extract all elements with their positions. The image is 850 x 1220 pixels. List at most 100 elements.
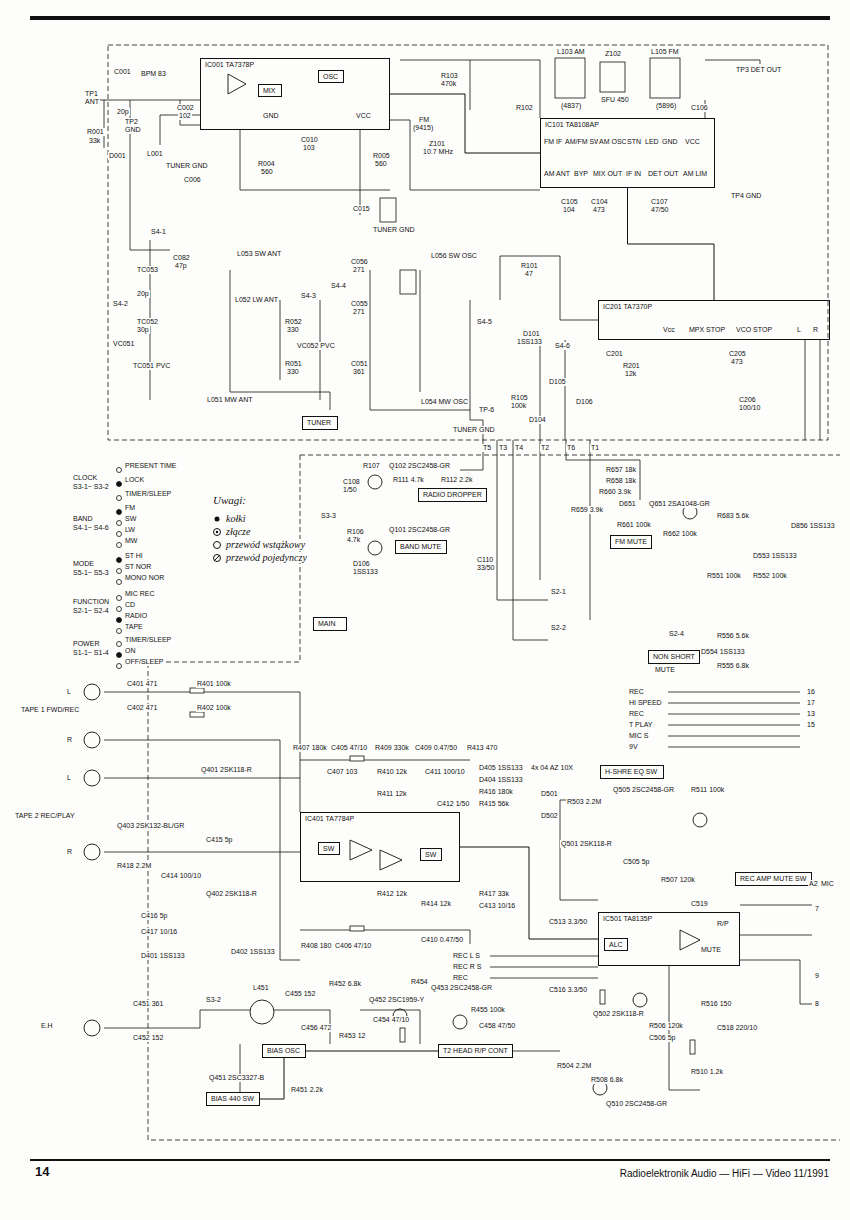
switch-position	[117, 653, 122, 658]
part-label: IF IN	[625, 170, 642, 178]
part-label: R408 180	[300, 942, 332, 950]
part-label: L051 MW ANT	[206, 396, 254, 404]
part-label: FUNCTION	[72, 598, 110, 606]
function-box: SW	[420, 848, 442, 861]
region-borders	[108, 45, 840, 1140]
part-label: D101	[522, 330, 541, 338]
function-box: MAIN	[313, 617, 347, 631]
part-label: C082	[172, 254, 191, 262]
wire	[590, 440, 591, 620]
connector-symbol-dot	[216, 530, 218, 532]
jack-or-transistor-symbol	[368, 541, 382, 555]
node-label: IC001 TA7378P	[204, 60, 255, 69]
jack-or-transistor-symbol	[693, 813, 707, 827]
part-label: C412 1/50	[436, 800, 470, 808]
page-rule	[30, 16, 830, 20]
switch-position	[117, 468, 122, 473]
wire	[360, 130, 361, 215]
part-label: REC	[628, 688, 645, 696]
connector-symbol	[214, 541, 221, 548]
part-label: Q102 2SC2458-GR	[388, 462, 451, 470]
part-label: R103	[440, 72, 459, 80]
part-label: S4-4	[330, 282, 347, 290]
part-label: D405 1SS133	[478, 764, 524, 772]
part-label: REC	[628, 710, 645, 718]
jack-or-transistor-symbol	[683, 505, 697, 519]
part-label: C410 0.47/50	[420, 936, 464, 944]
part-label: R416 180k	[478, 788, 514, 796]
part-label: T6	[566, 444, 576, 452]
jack-or-transistor-symbol	[84, 1020, 100, 1036]
region-border	[108, 45, 828, 440]
round-symbols	[84, 475, 707, 1095]
part-label: DET OUT	[647, 170, 680, 178]
part-label: 9	[814, 972, 820, 980]
part-label: S4-5	[476, 318, 493, 326]
node-label: IC101 TA8108AP	[544, 120, 600, 129]
signal-wire	[260, 1058, 284, 1099]
part-label: 361	[352, 368, 366, 376]
part-label: R102	[515, 104, 534, 112]
component-symbol	[190, 712, 204, 717]
part-label: 14	[34, 1164, 50, 1179]
node-label: RADIO DROPPER	[422, 490, 483, 499]
part-label: R451 2.2k	[290, 1086, 324, 1094]
part-label: R510 1.2k	[690, 1068, 724, 1076]
node-label: IC201 TA7370P	[602, 302, 653, 311]
part-label: R551 100k	[706, 572, 742, 580]
part-label: TP1	[84, 90, 99, 98]
part-label: R504 2.2M	[556, 1062, 592, 1070]
jack-or-transistor-symbol	[84, 770, 100, 786]
part-label: R418 2.2M	[116, 862, 152, 870]
part-label: D502	[540, 812, 559, 820]
part-label: C106	[690, 104, 709, 112]
part-label: ST HI	[124, 552, 144, 560]
node-label: OSC	[322, 72, 339, 81]
part-label: S3-2	[205, 996, 222, 1004]
switch-position	[117, 510, 122, 515]
part-label: MIC	[820, 880, 835, 888]
wire	[705, 100, 706, 118]
part-label: R453 12	[338, 1032, 366, 1040]
wire	[668, 692, 800, 693]
part-label: C456 472	[300, 1024, 332, 1032]
part-label: S2-2	[550, 624, 567, 632]
part-label: PRESENT TIME	[124, 462, 177, 470]
legend-symbol	[212, 540, 222, 550]
part-label: S4-2	[112, 300, 129, 308]
wire	[512, 1051, 560, 1052]
part-label: T1	[590, 444, 600, 452]
amplifier-symbol	[380, 850, 402, 870]
part-label: AM/FM SW	[564, 138, 602, 146]
part-label: MIC S	[628, 732, 649, 740]
function-box: BIAS OSC	[262, 1044, 306, 1058]
part-label: L451	[252, 984, 270, 992]
wire	[820, 340, 821, 440]
wire	[98, 100, 200, 101]
part-label: S4-1~ S4-6	[72, 524, 110, 532]
wire	[104, 100, 105, 148]
part-label: TP-6	[478, 406, 495, 414]
node-label: BAND MUTE	[399, 542, 442, 551]
switch-position	[117, 558, 122, 563]
wire	[460, 440, 483, 470]
part-label: D402 1SS133	[230, 948, 276, 956]
part-label: D553 1SS133	[752, 552, 798, 560]
wire	[104, 852, 300, 853]
part-label: BPM 83	[140, 70, 167, 78]
part-label: C105	[560, 198, 579, 206]
function-box: T2 HEAD R/P CONT	[438, 1044, 513, 1058]
switch-position	[117, 569, 122, 574]
wire	[490, 967, 598, 968]
switch-position	[117, 642, 122, 647]
part-label: (5896)	[655, 102, 677, 110]
component-symbol	[350, 926, 364, 931]
part-label: R683 5.6k	[716, 512, 750, 520]
wires	[98, 60, 820, 1092]
part-label: REC R S	[452, 963, 482, 971]
part-label: Q651 2SA1048-GR	[648, 500, 711, 508]
part-label: AM OSC	[598, 138, 628, 146]
node-label: BIAS OSC	[266, 1046, 301, 1055]
part-label: S4-1	[150, 228, 167, 236]
component-symbol	[600, 990, 605, 1004]
